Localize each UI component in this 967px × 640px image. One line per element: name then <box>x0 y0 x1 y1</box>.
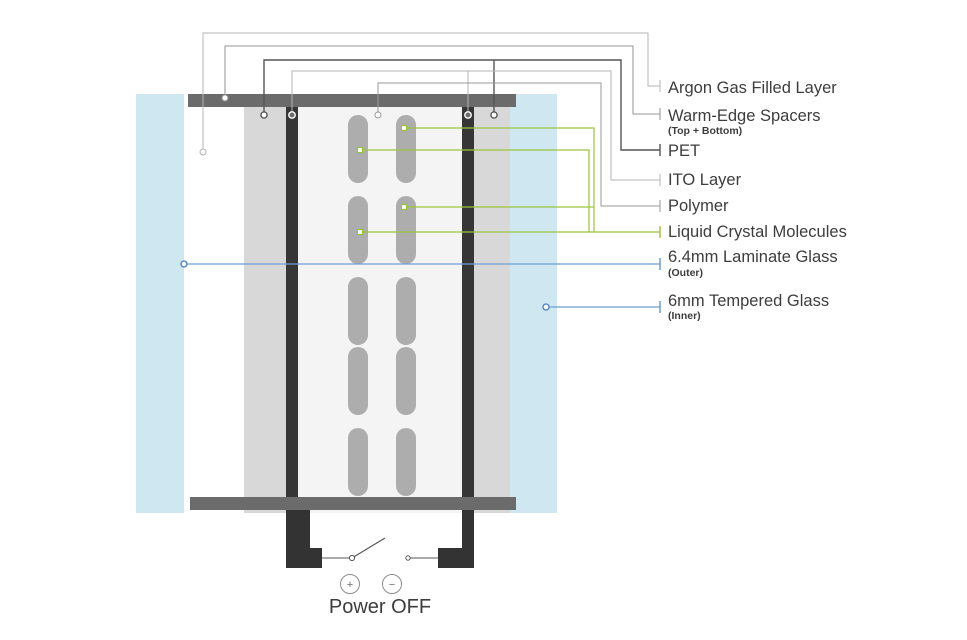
callout-label-group: Argon Gas Filled Layer Warm-Edge Spacers… <box>668 79 847 322</box>
power-state-label: Power OFF <box>329 596 431 618</box>
lc-molecule <box>348 428 368 496</box>
leader-ito-layer <box>288 70 661 186</box>
callout-label-argon-gas: Argon Gas Filled Layer <box>668 79 837 97</box>
leader-endpoint-dot <box>221 94 229 102</box>
pet-film-left <box>244 94 286 513</box>
electrode-leg-left <box>286 510 322 568</box>
leader-endpoint-square <box>400 203 408 211</box>
lc-molecule <box>396 428 416 496</box>
switch-pivot-node[interactable] <box>348 554 356 562</box>
leader-endpoint-dot <box>260 111 268 119</box>
lc-molecule <box>396 196 416 264</box>
polymer-layer <box>298 94 462 513</box>
lc-molecule <box>348 277 368 345</box>
leader-polymer <box>374 82 661 212</box>
callout-label-warm-edge-spacers: Warm-Edge Spacers <box>668 107 821 125</box>
callout-label-liquid-crystal-molecules: Liquid Crystal Molecules <box>668 223 847 241</box>
leader-endpoint-square <box>356 146 364 154</box>
leader-endpoint-square <box>356 228 364 236</box>
callout-label-pet: PET <box>668 142 700 160</box>
callout-sublabel-tempered-glass: (Inner) <box>668 310 701 322</box>
tempered-glass-left <box>184 94 244 513</box>
electrode-circuit: + − Power OFF <box>286 510 474 618</box>
electrode-leg-right <box>438 510 474 568</box>
negative-terminal-label: − <box>389 579 395 591</box>
positive-terminal-label: + <box>347 579 353 591</box>
ito-layer-right <box>462 94 474 513</box>
leader-tempered-glass <box>542 301 661 313</box>
leader-endpoint-dot <box>490 111 498 119</box>
lc-molecule <box>396 115 416 183</box>
liquid-crystal-molecule-array <box>348 115 416 496</box>
callout-label-ito-layer: ITO Layer <box>668 171 742 189</box>
leader-laminate-glass <box>180 258 661 270</box>
warm-edge-spacer-top <box>188 94 516 107</box>
leader-liquid-crystal <box>356 124 661 238</box>
leader-endpoint-square <box>400 124 408 132</box>
lc-molecule <box>348 347 368 415</box>
callout-sublabel-warm-edge-spacers: (Top + Bottom) <box>668 125 742 137</box>
laminate-glass-left <box>136 94 184 513</box>
leader-endpoint-dot <box>288 111 296 119</box>
leader-endpoint-dot <box>542 303 550 311</box>
glass-stack <box>136 94 557 513</box>
callout-label-polymer: Polymer <box>668 197 729 215</box>
callout-label-tempered-glass: 6mm Tempered Glass <box>668 292 829 310</box>
leader-endpoint-dot <box>374 111 382 119</box>
switch-contact-node[interactable] <box>405 555 411 561</box>
leader-endpoint-dot <box>199 148 207 156</box>
leader-warm-edge-spacers <box>221 45 661 120</box>
lc-molecule <box>396 277 416 345</box>
lc-molecule <box>396 347 416 415</box>
pet-film-right <box>474 94 510 513</box>
leader-argon-gas <box>199 32 661 156</box>
positive-terminal-icon <box>340 574 360 594</box>
laminate-glass-right <box>510 94 557 513</box>
callout-label-laminate-glass: 6.4mm Laminate Glass <box>668 248 838 266</box>
callout-sublabel-laminate-glass: (Outer) <box>668 267 703 279</box>
ito-layer-left <box>286 94 298 513</box>
leader-pet <box>260 59 661 156</box>
negative-terminal-icon <box>382 574 402 594</box>
switch-blade-open <box>351 537 386 559</box>
warm-edge-spacer-bottom <box>190 497 516 510</box>
leader-endpoint-dot <box>180 260 188 268</box>
leader-endpoint-dot <box>464 111 472 119</box>
